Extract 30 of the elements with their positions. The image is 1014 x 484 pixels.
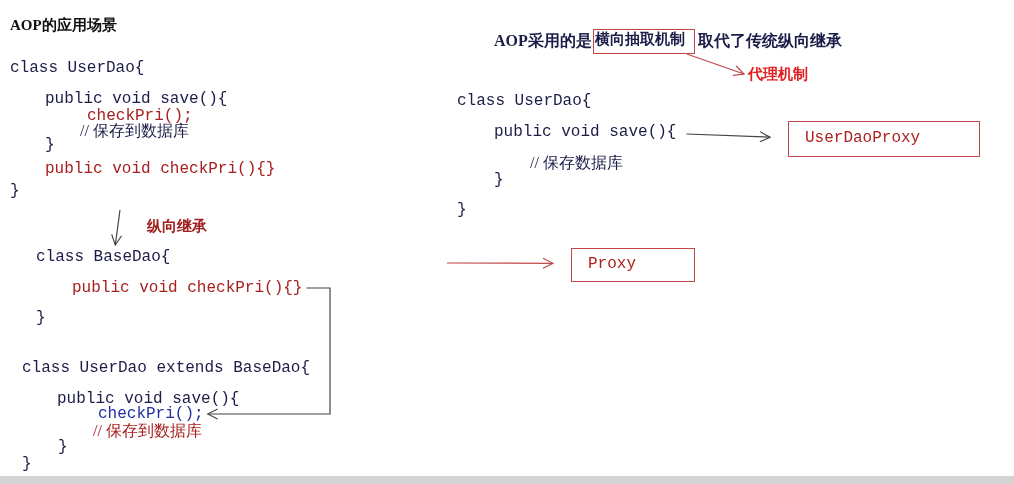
code-line: } [45,135,55,155]
code-line: public void checkPri(){} [45,159,276,179]
code-line: class UserDao{ [457,91,592,111]
code-line: public void save(){ [494,122,677,142]
code-line: public void save(){ [45,89,228,108]
code-line: public void checkPri(){} [72,278,303,298]
comment-text: // 保存数据库 [530,153,623,173]
code-line: class BaseDao{ [36,247,171,267]
code-line: } [457,200,467,220]
edge-label: 纵向继承 [147,216,207,236]
code-line: } [494,170,504,190]
sentence-text: 取代了传统纵向继承 [698,31,842,51]
arrow [446,257,554,269]
code-line: class UserDao extends BaseDao{ [22,358,311,378]
code-line: } [36,308,46,328]
highlight-box: 横向抽取机制 [593,29,695,54]
title: AOP的应用场景 [10,16,117,35]
arrow [685,131,771,143]
code-line: } [10,181,20,201]
arrow [686,53,745,76]
arrow [207,287,331,420]
annotation-text: 代理机制 [748,64,808,84]
proxy-box: UserDaoProxy [788,121,980,157]
code-line: class UserDao{ [10,58,145,78]
comment-text: // 保存到数据库 [80,122,189,141]
code-line: } [58,437,68,457]
proxy-box: Proxy [571,248,695,282]
arrow [111,209,123,246]
comment-text: // 保存到数据库 [93,421,202,441]
code-line: } [22,454,32,474]
